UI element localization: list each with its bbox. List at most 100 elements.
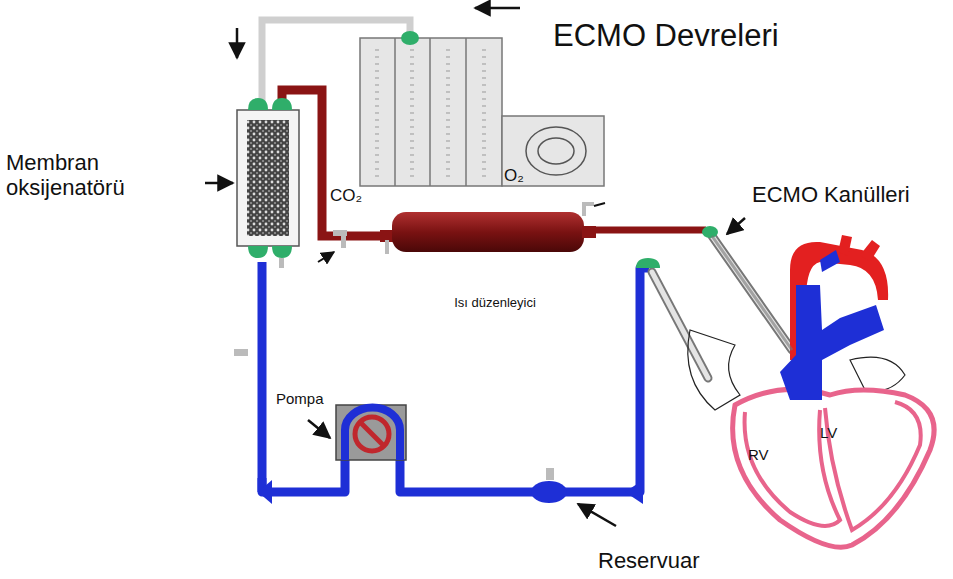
scale-tick: [375, 106, 379, 107]
scale-tick: [446, 176, 450, 177]
scale-tick: [410, 141, 414, 142]
scale-tick: [410, 71, 414, 72]
flow-marker: [625, 480, 643, 504]
scale-tick: [375, 162, 379, 163]
scale-tick: [410, 78, 414, 79]
scale-tick: [410, 120, 414, 121]
part-label: O₂: [504, 166, 524, 186]
arterial-line: [590, 227, 706, 234]
scale-tick: [482, 64, 486, 65]
scale-tick: [410, 106, 414, 107]
scale-tick: [446, 64, 450, 65]
scale-tick: [446, 50, 450, 51]
scale-tick: [410, 127, 414, 128]
scale-tick: [446, 78, 450, 79]
port: [234, 349, 248, 356]
scale-tick: [446, 85, 450, 86]
scale-tick: [375, 92, 379, 93]
scale-tick: [482, 134, 486, 135]
leader-arrow: [578, 504, 616, 526]
leader-arrow: [205, 182, 233, 185]
scale-tick: [375, 78, 379, 79]
scale-tick: [482, 57, 486, 58]
scale-tick: [375, 155, 379, 156]
scale-tick: [375, 85, 379, 86]
scale-tick: [375, 64, 379, 65]
venous-line: [262, 262, 649, 492]
scale-tick: [446, 162, 450, 163]
scale-tick: [482, 169, 486, 170]
scale-tick: [410, 85, 414, 86]
leader-arrow: [308, 420, 330, 438]
scale-tick: [482, 50, 486, 51]
part-label: ECMO Kanülleri: [752, 182, 910, 207]
scale-tick: [375, 127, 379, 128]
scale-tick: [375, 113, 379, 114]
scale-tick: [482, 85, 486, 86]
flow-arrow: [236, 28, 239, 58]
scale-tick: [482, 141, 486, 142]
scale-tick: [446, 106, 450, 107]
scale-tick: [410, 134, 414, 135]
scale-tick: [410, 99, 414, 100]
scale-tick: [446, 127, 450, 128]
scale-tick: [375, 141, 379, 142]
scale-tick: [446, 148, 450, 149]
leader-arrow: [727, 218, 745, 234]
scale-tick: [482, 99, 486, 100]
scale-tick: [446, 57, 450, 58]
flow-marker: [258, 480, 272, 504]
scale-tick: [482, 71, 486, 72]
scale-tick: [446, 71, 450, 72]
scale-tick: [482, 120, 486, 121]
flow-arrow: [475, 7, 520, 10]
membrane-oxygenator: [237, 98, 299, 268]
port: [341, 236, 346, 248]
ventricle-label: RV: [748, 446, 769, 463]
scale-tick: [482, 148, 486, 149]
scale-tick: [375, 71, 379, 72]
part-label: Membran oksijenatörü: [6, 150, 181, 201]
scale-tick: [375, 169, 379, 170]
scale-tick: [446, 134, 450, 135]
diagram-title: ECMO Devreleri: [553, 18, 779, 54]
scale-tick: [446, 92, 450, 93]
ventricle-label: LV: [820, 424, 837, 441]
scale-tick: [482, 113, 486, 114]
scale-tick: [375, 120, 379, 121]
cannula: [636, 226, 792, 378]
scale-tick: [482, 127, 486, 128]
port: [333, 230, 347, 236]
port: [546, 468, 554, 480]
leader-arrow: [318, 252, 334, 262]
scale-tick: [375, 50, 379, 51]
scale-tick: [482, 162, 486, 163]
scale-tick: [482, 92, 486, 93]
roller-pump: [336, 405, 406, 460]
gas-blender: [360, 31, 604, 186]
scale-tick: [410, 169, 414, 170]
part-label: Pompa: [276, 390, 324, 407]
leader-line: [594, 203, 605, 206]
scale-tick: [446, 99, 450, 100]
scale-tick: [375, 134, 379, 135]
scale-tick: [410, 92, 414, 93]
scale-tick: [410, 113, 414, 114]
scale-tick: [446, 155, 450, 156]
cannula-overlay: [712, 236, 792, 350]
heart: [688, 235, 934, 547]
part-label: Reservuar: [598, 548, 699, 573]
scale-tick: [446, 120, 450, 121]
scale-tick: [482, 155, 486, 156]
scale-tick: [375, 99, 379, 100]
scale-tick: [410, 64, 414, 65]
scale-tick: [410, 50, 414, 51]
reservoir: [531, 481, 567, 503]
scale-tick: [410, 148, 414, 149]
heat-exchanger: [380, 202, 596, 254]
part-label: Isı düzenleyici: [440, 296, 550, 311]
scale-tick: [410, 57, 414, 58]
part-label: CO₂: [330, 186, 362, 206]
scale-tick: [375, 57, 379, 58]
